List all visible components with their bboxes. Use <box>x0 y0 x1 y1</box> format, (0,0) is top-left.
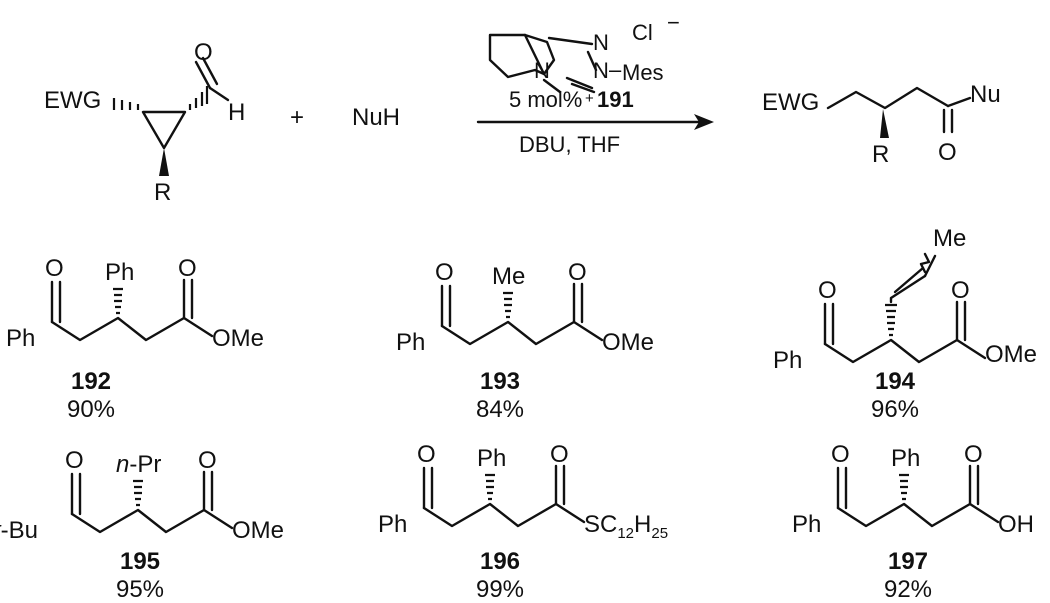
catalyst-dash: – <box>609 57 622 82</box>
oxygen-label: O <box>964 441 983 468</box>
oxygen-label: O <box>568 259 587 286</box>
compound-id: 195 <box>120 548 160 575</box>
cyclopropane-reactant: EWG O H R <box>44 39 245 206</box>
example-196: O O Ph Ph SC12H25 <box>378 441 668 542</box>
plus-sign: + <box>290 104 304 131</box>
example-195: O O t-Bu n-Pr OMe <box>0 447 284 544</box>
compound-id: 194 <box>875 368 916 395</box>
compound-yield: 90% <box>67 396 115 423</box>
oxygen-label: O <box>198 447 217 474</box>
counterion-label: Cl <box>632 20 653 45</box>
substituent-label: Ph <box>105 259 134 286</box>
product-oxygen-label: O <box>938 139 957 166</box>
oxygen-label: O <box>417 441 436 468</box>
substituent-label: n-Pr <box>116 451 161 478</box>
oxygen-label: O <box>178 255 197 282</box>
aryl-left-label: Ph <box>773 347 802 374</box>
oxygen-label: O <box>45 255 64 282</box>
conditions-below: DBU, THF <box>519 132 620 157</box>
example-192: O O Ph Ph OMe <box>6 255 264 352</box>
catalyst-mes: Mes <box>622 60 664 85</box>
nucleophile-label: NuH <box>352 104 400 131</box>
substituent-label: Ph <box>891 445 920 472</box>
catalyst-n-right: N <box>593 58 609 83</box>
compound-yield: 99% <box>476 576 524 603</box>
general-product: EWG Nu R O <box>762 81 1001 168</box>
product-ewg-label: EWG <box>762 89 819 116</box>
aryl-left-label: Ph <box>792 511 821 538</box>
catalyst-n-left: N <box>534 58 550 83</box>
compound-id: 196 <box>480 548 520 575</box>
oxygen-label: O <box>65 447 84 474</box>
counterion-charge: − <box>667 10 680 35</box>
ester-label: OMe <box>212 325 264 352</box>
ester-label: OMe <box>985 341 1037 368</box>
catalyst-plus-charge: + <box>585 90 594 107</box>
example-193: O O Ph Me OMe <box>396 259 654 356</box>
compound-yield: 96% <box>871 396 919 423</box>
tert-butyl-label: t-Bu <box>0 517 38 544</box>
catalyst-loading: 5 mol% <box>509 87 582 112</box>
substituent-label: Ph <box>477 445 506 472</box>
compound-id: 197 <box>888 548 928 575</box>
acid-label: OH <box>998 511 1034 538</box>
reaction-arrow <box>476 114 714 130</box>
aryl-left-label: Ph <box>6 325 35 352</box>
compound-yield: 84% <box>476 396 524 423</box>
substituent-label: Me <box>933 225 966 252</box>
example-197: O O Ph Ph OH <box>792 441 1034 538</box>
aldehyde-hydrogen-label: H <box>228 99 245 126</box>
compound-yield: 92% <box>884 576 932 603</box>
ester-label: OMe <box>602 329 654 356</box>
aryl-left-label: Ph <box>396 329 425 356</box>
substituent-label: Me <box>492 263 525 290</box>
compound-yield: 95% <box>116 576 164 603</box>
example-194: O O Ph Me OMe <box>773 225 1037 374</box>
product-r-label: R <box>872 141 889 168</box>
oxygen-label: O <box>550 441 569 468</box>
aldehyde-oxygen-label: O <box>194 39 213 66</box>
product-nu-label: Nu <box>970 81 1001 108</box>
r-label: R <box>154 179 171 206</box>
aryl-left-label: Ph <box>378 511 407 538</box>
oxygen-label: O <box>831 441 850 468</box>
catalyst-id: 191 <box>597 87 634 112</box>
ester-label: OMe <box>232 517 284 544</box>
compound-id: 192 <box>71 368 111 395</box>
thioester-label: SC12H25 <box>584 511 668 542</box>
oxygen-label: O <box>435 259 454 286</box>
ewg-label: EWG <box>44 87 101 114</box>
oxygen-label: O <box>818 277 837 304</box>
oxygen-label: O <box>951 277 970 304</box>
catalyst-n-top: N <box>593 30 609 55</box>
compound-id: 193 <box>480 368 520 395</box>
catalyst-structure: N N N – Mes + Cl − <box>488 10 680 107</box>
